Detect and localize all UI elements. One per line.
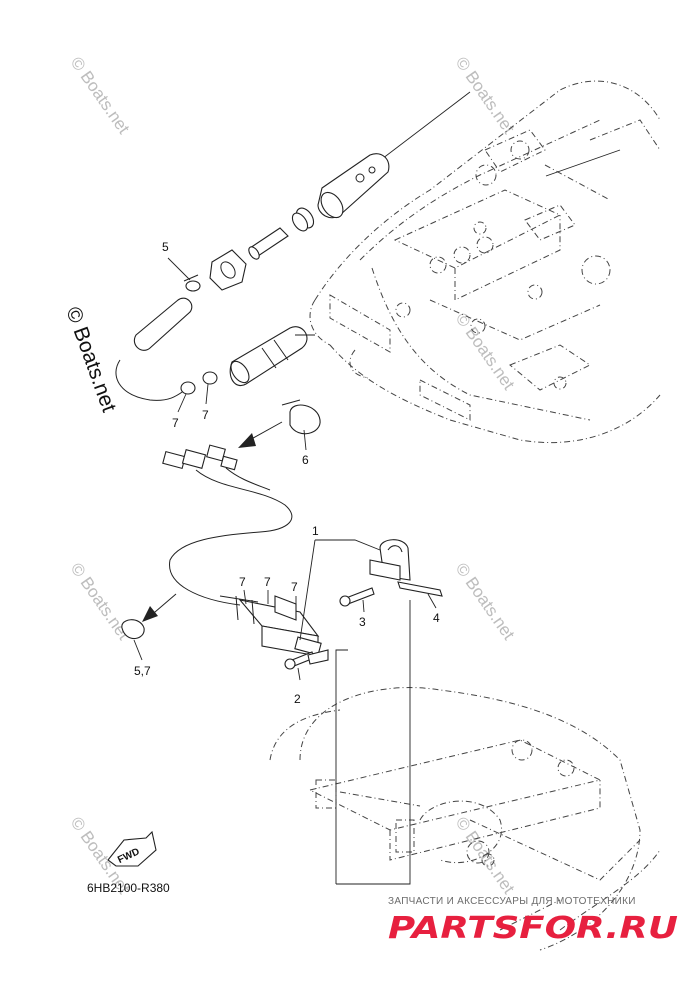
callout-2: 2 [294,692,301,706]
leader-line [377,91,471,163]
watermark-dark: © Boats.net [61,304,120,415]
drawing-code: 6HB2100-R380 [87,881,170,895]
watermark: © Boats.net [67,53,134,137]
callout-7: 7 [239,575,246,589]
watermark-layer: © Boats.net © Boats.net © Boats.net © Bo… [61,53,518,897]
callout-7: 7 [202,408,209,422]
screws [284,587,375,670]
wire-harness [162,444,293,606]
promo-logo: PARTSFOR.RU [388,911,678,946]
stern-bracket-outline [269,687,661,951]
callout-labels: 1 2 3 4 5 5,7 6 7 7 7 7 7 [134,240,440,706]
cable-clamp [238,399,321,448]
callout-5: 5 [162,240,169,254]
trim-sensor-assembly [219,539,443,657]
callout-3: 3 [359,615,366,629]
callout-4: 4 [433,611,440,625]
callout-6: 6 [302,453,309,467]
hose-clip [185,280,201,292]
fwd-arrow-icon [107,830,157,867]
promo-footer: ЗАПЧАСТИ И АКСЕССУАРЫ ДЛЯ МОТОТЕХНИКИ PA… [388,896,678,946]
arrow-icon [142,606,158,622]
leader-line [545,149,621,177]
bottom-cowling-outline [309,80,661,444]
arrow-icon [238,433,256,448]
callout-7: 7 [264,575,271,589]
watermark: © Boats.net [452,559,519,643]
promo-tagline: ЗАПЧАСТИ И АКСЕССУАРЫ ДЛЯ МОТОТЕХНИКИ [388,896,636,907]
sensor-fittings [209,153,390,386]
callout-1: 1 [312,524,319,538]
callout-7: 7 [172,416,179,430]
water-hose [115,297,193,401]
watermark: © Boats.net [452,53,519,137]
lower-clip [121,593,177,640]
forward-direction-indicator: FWD [107,830,157,867]
hose-clip [180,381,196,395]
leader-lines [133,257,437,885]
callout-5-7: 5,7 [134,664,151,678]
callout-7: 7 [291,580,298,594]
hose-clips [180,274,218,395]
hose-clip [202,371,218,385]
watermark: © Boats.net [452,309,519,393]
